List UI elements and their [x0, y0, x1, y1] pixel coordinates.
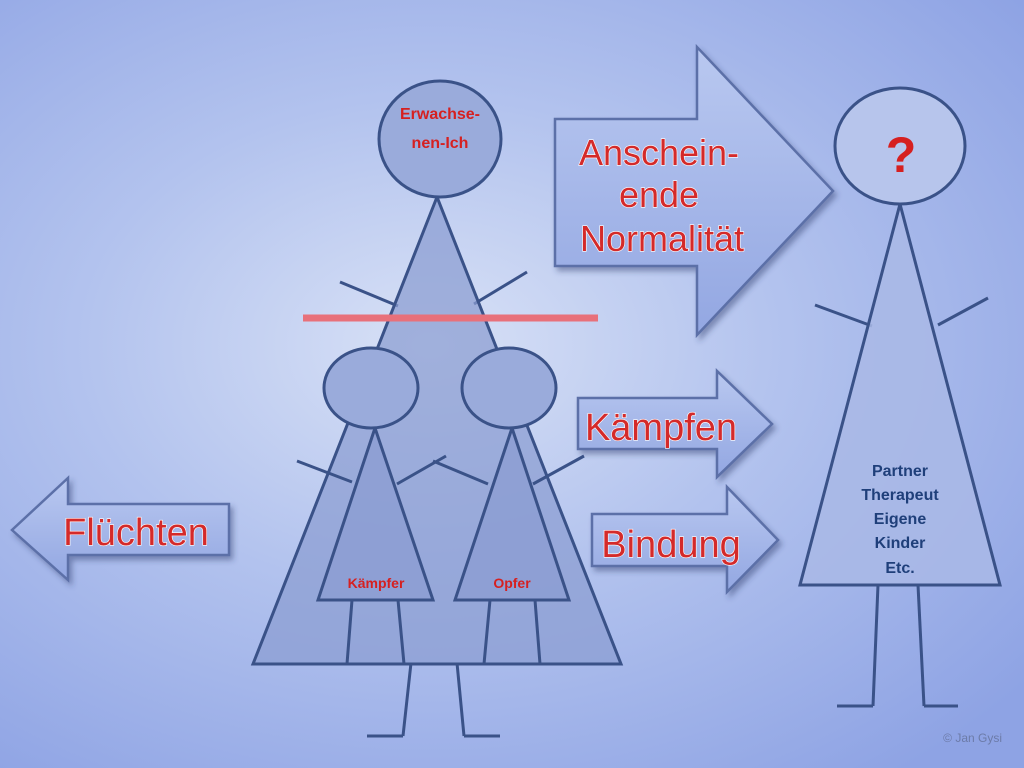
fighter-right-arm [396, 454, 447, 486]
others-label-partner: Partner [872, 463, 928, 480]
victim-right-arm [532, 454, 585, 486]
fight-label: Kämpfen [585, 407, 737, 449]
fight-arrow-shape [576, 368, 774, 480]
fight-arrow: Kämpfen [576, 368, 774, 480]
flee-arrow-shape [10, 475, 231, 583]
adult-self-label-line2: nen-Ich [412, 135, 469, 152]
fighter-figure: Kämpfer [296, 346, 447, 666]
copyright-credit: © Jan Gysi [943, 731, 1002, 745]
normality-label-line1: Anschein- [579, 132, 739, 173]
victim-figure: Opfer [432, 346, 585, 666]
adult-self-label-line1: Erwachse- [400, 106, 480, 123]
fighter-head [322, 346, 420, 430]
others-head [833, 86, 967, 206]
victim-left-leg [482, 599, 492, 665]
normality-label-line3: Normalität [580, 218, 744, 259]
adult-right-arm [473, 270, 528, 306]
victim-left-arm [432, 459, 489, 486]
others-label-own: Eigene [874, 511, 927, 528]
others-label-etc: Etc. [885, 560, 914, 577]
normality-arrow-shape [553, 43, 835, 339]
others-right-arm [937, 296, 989, 327]
fighter-left-arm [296, 459, 353, 484]
victim-right-leg [533, 599, 542, 665]
others-label-therapist: Therapeut [861, 487, 939, 504]
victim-head [460, 346, 558, 430]
others-left-leg [871, 584, 880, 707]
normality-label-line2: ende [619, 174, 699, 215]
flee-arrow: Flüchten [10, 475, 231, 583]
adult-left-leg [401, 662, 413, 737]
fighter-body [315, 423, 436, 602]
adult-left-arm [339, 280, 399, 308]
others-body [798, 198, 1002, 587]
victim-body [452, 423, 572, 602]
others-label-children: Kinder [875, 535, 926, 552]
bond-label: Bindung [601, 524, 740, 566]
victim-label: Opfer [493, 575, 531, 591]
normality-arrow: Anschein- ende Normalität [553, 43, 835, 339]
fighter-left-leg [345, 599, 354, 665]
others-left-arm [814, 303, 873, 328]
adult-head [377, 79, 503, 199]
bond-arrow-shape [590, 483, 780, 596]
others-figure: ? Partner Therapeut Eigene Kinder Etc. [798, 86, 1002, 708]
fighter-label: Kämpfer [348, 575, 405, 591]
fighter-right-leg [396, 599, 406, 665]
bond-arrow: Bindung [590, 483, 780, 596]
question-mark: ? [886, 127, 917, 183]
flee-label: Flüchten [63, 512, 209, 554]
others-right-leg [916, 584, 926, 707]
adult-right-leg [455, 662, 466, 737]
